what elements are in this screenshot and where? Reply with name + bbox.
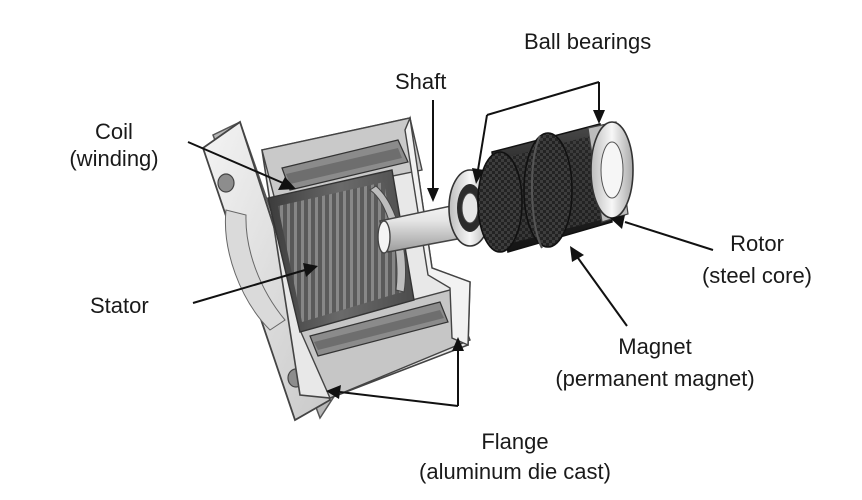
stator-label: Stator [90, 293, 149, 318]
ball-bearings-arrowhead [472, 168, 484, 184]
coil-label-line1: Coil [95, 119, 133, 144]
coil-leader-line [187, 141, 284, 184]
rotor-leader-line [624, 221, 714, 251]
coil-label-line2: (winding) [69, 146, 159, 171]
coil-arrowhead [278, 177, 296, 190]
rotor-label-line2: (steel core) [701, 263, 813, 288]
flange-label-line2: (aluminum die cast) [419, 459, 611, 484]
coil [281, 139, 449, 357]
magnet-label-line2: (permanent magnet) [555, 366, 755, 391]
ball-bearings-label: Ball bearings [524, 29, 652, 54]
ball-bearings-leader-line [486, 81, 600, 116]
magnet-leader-line [577, 257, 628, 327]
rotor-arrowhead [610, 215, 625, 229]
flange-label-line1: Flange [481, 429, 549, 454]
shaft-label: Shaft [395, 69, 447, 94]
stator-arrowhead [303, 263, 318, 277]
flange-arrowhead [452, 337, 464, 351]
ball-bearings-arrowhead [593, 110, 605, 124]
magnet-arrowhead [570, 246, 584, 262]
magnet-label-line1: Magnet [618, 334, 692, 359]
leader-lines [187, 81, 714, 407]
rotor-label-line1: Rotor [730, 231, 784, 256]
mounting-hole [217, 173, 235, 193]
rear-ball-bearing [587, 121, 634, 223]
shaft-arrowhead [427, 188, 439, 202]
flange-leader-line [339, 391, 459, 407]
ball-bearings-leader-line [477, 114, 488, 171]
magnet [523, 132, 573, 248]
stator [267, 169, 415, 333]
rotor [477, 123, 613, 253]
stator-leader-line [192, 269, 306, 304]
flange-arrowhead [326, 385, 341, 399]
